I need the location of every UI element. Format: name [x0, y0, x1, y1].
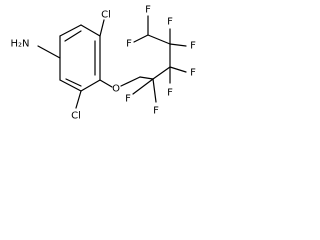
- ring-bond: [80, 79, 101, 92]
- ring-bond: [59, 79, 82, 92]
- fluorine-label: F: [126, 39, 132, 50]
- chain-bond: [139, 76, 154, 80]
- amine-label: H₂N: [10, 39, 29, 50]
- chloro-bottom-bond: [75, 90, 82, 109]
- fluorine-label: F: [125, 94, 131, 105]
- fluorine-label: F: [167, 88, 173, 99]
- fluorine-label: F: [190, 41, 196, 52]
- chain-bond: [120, 76, 141, 87]
- cf-bond: [169, 66, 187, 73]
- chain-bond: [147, 34, 171, 45]
- fluorine-label: F: [145, 5, 151, 16]
- chemical-structure-diagram: H₂N Cl Cl O F F F F F F F F: [10, 5, 196, 122]
- cf-bond: [132, 78, 154, 95]
- ring-double-bond: [65, 78, 82, 87]
- cf-bond: [152, 78, 157, 103]
- ring-bond: [80, 24, 101, 37]
- benzene-ring: [59, 24, 101, 92]
- chloro-top-label: Cl: [101, 10, 111, 21]
- chloro-top-bond: [99, 19, 105, 37]
- chloro-bottom-label: Cl: [71, 111, 81, 122]
- ether-oxygen-label: O: [112, 84, 120, 95]
- cf-bond: [133, 34, 149, 43]
- fluoroalkyl-chain: [120, 15, 187, 103]
- fluorine-label: F: [167, 17, 173, 28]
- ring-bond: [59, 24, 82, 37]
- aryl-oxygen-bond: [99, 79, 113, 88]
- fluorine-label: F: [153, 106, 159, 117]
- chain-bond: [152, 66, 171, 80]
- amine-bond: [37, 45, 61, 59]
- cf-bond: [169, 43, 187, 47]
- ring-double-bond: [64, 30, 82, 42]
- fluorine-label: F: [190, 68, 196, 79]
